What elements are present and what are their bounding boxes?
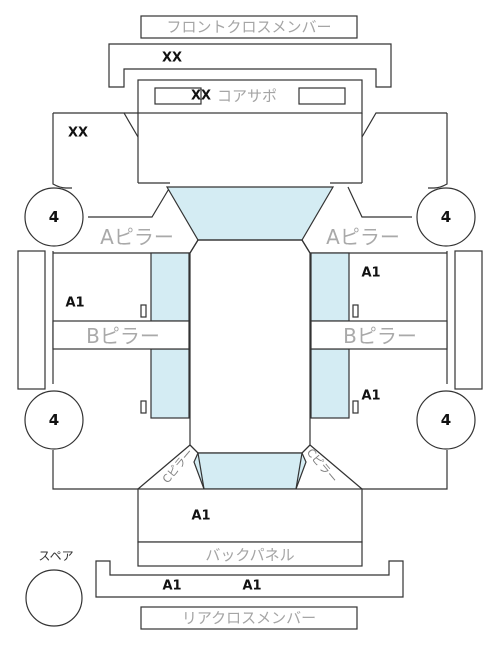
left-rear-door-handle: [140, 400, 147, 414]
b-pillar-left-band: [52, 320, 190, 350]
front-right-wheel: [416, 187, 476, 247]
radiator-support-slot-right: [298, 87, 346, 105]
front-panel-grade: XX: [162, 51, 182, 66]
right-front-window: [310, 252, 350, 322]
rear-left-wheel: [24, 390, 84, 450]
front-cross-member-label: フロントクロスメンバー: [166, 18, 331, 36]
a-pillar-right-label: Aピラー: [326, 225, 400, 249]
right-apron-outline: [361, 112, 448, 189]
left-front-window: [150, 252, 190, 322]
a-pillar-left-label: Aピラー: [100, 225, 174, 249]
rear-member-grade-2: A1: [242, 579, 261, 594]
left-front-door-grade: A1: [65, 296, 84, 311]
engine-bay-outline: [137, 113, 363, 184]
trunk-grade: A1: [191, 509, 210, 524]
left-rear-window: [150, 348, 190, 419]
right-side-skirt: [454, 250, 483, 390]
body-sides-outline: [52, 251, 448, 490]
rear-window: [193, 452, 307, 490]
radiator-support-grade: XX: [191, 89, 211, 104]
back-panel-box: [137, 541, 363, 567]
b-pillar-right-band: [310, 320, 448, 350]
radiator-support-label: コアサポ: [217, 87, 277, 105]
front-left-wheel: [24, 187, 84, 247]
right-front-door-grade: A1: [361, 266, 380, 281]
front-cross-member-box: [140, 15, 358, 39]
rear-right-wheel: [416, 390, 476, 450]
rear-member-outline: [95, 560, 404, 598]
front-left-wheel-grade: 4: [49, 208, 59, 226]
b-pillar-right-label: Bピラー: [343, 324, 417, 348]
left-front-door-handle: [140, 304, 147, 318]
back-panel-label: バックパネル: [205, 546, 294, 564]
rear-right-wheel-grade: 4: [441, 411, 451, 429]
b-pillar-left-label: Bピラー: [86, 324, 160, 348]
cabin-outline: [189, 239, 311, 454]
spare-tire-circle: [25, 569, 83, 627]
left-apron-outline: [52, 112, 139, 189]
rear-member-grade-1: A1: [162, 579, 181, 594]
c-pillar-lines: [137, 444, 363, 490]
rear-left-wheel-grade: 4: [49, 411, 59, 429]
right-rear-window: [310, 348, 350, 419]
left-side-skirt: [17, 250, 46, 390]
right-rear-door-handle: [352, 400, 359, 414]
windshield: [165, 186, 335, 241]
right-rear-door-grade: A1: [361, 389, 380, 404]
front-right-wheel-grade: 4: [441, 208, 451, 226]
front-panel-outline: [108, 43, 392, 88]
rear-cross-member-box: [140, 606, 358, 630]
right-front-door-handle: [352, 304, 359, 318]
left-apron-grade: XX: [68, 126, 88, 141]
rear-cross-member-label: リアクロスメンバー: [182, 609, 316, 627]
spare-label: スペア: [38, 549, 73, 563]
trunk-box: [137, 488, 363, 543]
a-pillar-top-lines: [88, 186, 412, 218]
radiator-support-slot-left: [154, 87, 202, 105]
